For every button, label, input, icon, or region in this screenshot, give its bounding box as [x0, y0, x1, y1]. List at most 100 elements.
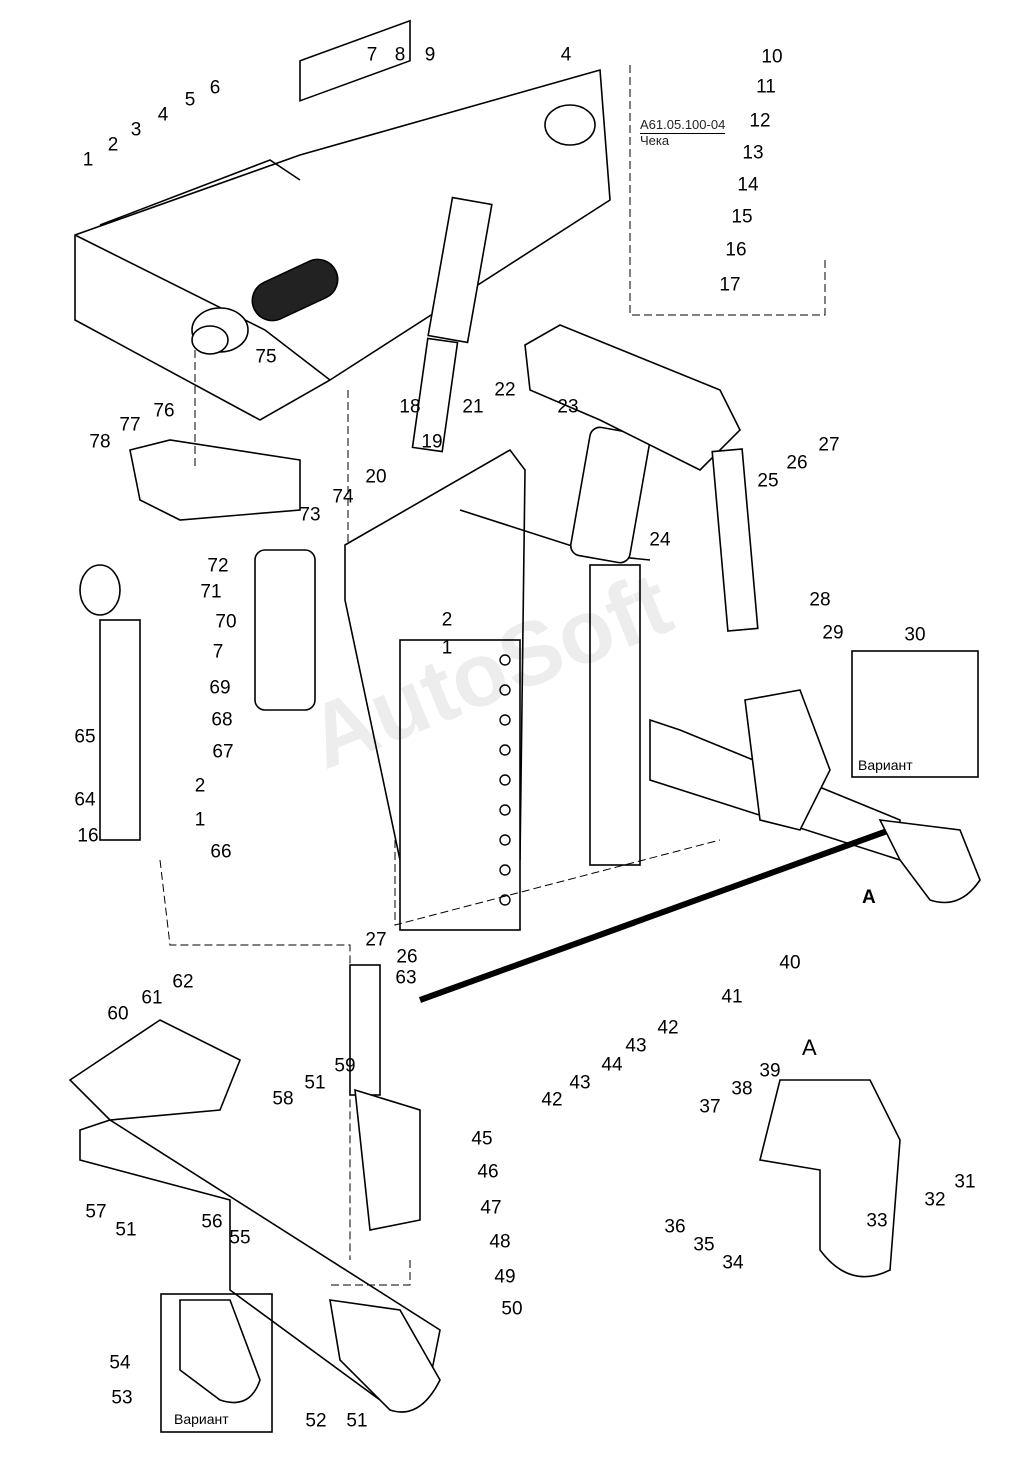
callout-12: 12 [749, 110, 771, 132]
callout-58: 58 [272, 1088, 294, 1110]
variant-box-bottom [160, 1293, 273, 1433]
callout-26: 26 [396, 946, 418, 968]
reference-note: А61.05.100-04 Чека [640, 117, 726, 149]
callout-33: 33 [866, 1210, 888, 1232]
callout-73: 73 [299, 504, 321, 526]
callout-16: 16 [725, 239, 747, 261]
rear-frame [74, 19, 611, 421]
callout-62: 62 [172, 971, 194, 993]
callout-26: 26 [786, 452, 808, 474]
callout-36: 36 [664, 1216, 686, 1238]
lower-links [68, 689, 981, 1413]
callout-42: 42 [657, 1017, 679, 1039]
callout-78: 78 [89, 431, 111, 453]
callout-1: 1 [82, 149, 94, 171]
callout-76: 76 [153, 400, 175, 422]
callout-42: 42 [541, 1089, 563, 1111]
callout-9: 9 [424, 44, 436, 66]
callout-32: 32 [924, 1189, 946, 1211]
callout-29: 29 [822, 622, 844, 644]
callout-15: 15 [731, 206, 753, 228]
callout-61: 61 [141, 987, 163, 1009]
callout-3: 3 [130, 119, 142, 141]
callout-1: 1 [194, 809, 206, 831]
callout-4: 4 [560, 44, 572, 66]
callout-52: 52 [305, 1410, 327, 1432]
callout-25: 25 [757, 470, 779, 492]
callout-37: 37 [699, 1096, 721, 1118]
callout-63: 63 [395, 967, 417, 989]
callout-68: 68 [211, 709, 233, 731]
callout-5: 5 [184, 89, 196, 111]
callout-2: 2 [107, 134, 119, 156]
callout-44: 44 [601, 1054, 623, 1076]
callout-50: 50 [501, 1298, 523, 1320]
view-a-arrow-label: A [862, 887, 876, 908]
callout-10: 10 [761, 46, 783, 68]
hydraulic-cylinders [79, 196, 759, 841]
callout-2: 2 [441, 609, 453, 631]
callout-54: 54 [109, 1352, 131, 1374]
callout-71: 71 [200, 581, 222, 603]
variant-box-top [851, 650, 979, 778]
callout-11: 11 [756, 76, 776, 98]
variant-label-bottom: Вариант [174, 1411, 229, 1427]
callout-48: 48 [489, 1231, 511, 1253]
variant-label-top: Вариант [858, 757, 913, 773]
callout-22: 22 [494, 379, 516, 401]
callout-40: 40 [779, 952, 801, 974]
callout-18: 18 [399, 396, 421, 418]
callout-27: 27 [365, 929, 387, 951]
callout-19: 19 [421, 431, 443, 453]
guide-lines [159, 65, 826, 1286]
callout-34: 34 [722, 1252, 744, 1274]
callout-47: 47 [480, 1197, 502, 1219]
callout-51: 51 [346, 1410, 368, 1432]
callout-38: 38 [731, 1078, 753, 1100]
callout-14: 14 [737, 174, 759, 196]
callout-59: 59 [334, 1055, 356, 1077]
callout-21: 21 [462, 396, 484, 418]
callout-46: 46 [477, 1161, 499, 1183]
callout-20: 20 [365, 466, 387, 488]
callout-43: 43 [625, 1035, 647, 1057]
callout-67: 67 [212, 741, 234, 763]
callout-77: 77 [119, 414, 141, 436]
callout-4: 4 [157, 104, 169, 126]
callout-39: 39 [759, 1060, 781, 1082]
callout-35: 35 [693, 1234, 715, 1256]
callout-17: 17 [719, 274, 741, 296]
callout-60: 60 [107, 1003, 129, 1025]
callout-43: 43 [569, 1072, 591, 1094]
callout-1: 1 [441, 637, 453, 659]
callout-64: 64 [74, 789, 96, 811]
reference-name: Чека [640, 132, 670, 148]
callout-66: 66 [210, 841, 232, 863]
callout-53: 53 [111, 1387, 133, 1409]
callout-74: 74 [332, 486, 354, 508]
callout-7: 7 [366, 44, 378, 66]
callout-31: 31 [954, 1171, 976, 1193]
callout-6: 6 [209, 77, 221, 99]
callout-24: 24 [649, 529, 671, 551]
callout-75: 75 [255, 346, 277, 368]
callout-23: 23 [557, 396, 579, 418]
callout-27: 27 [818, 434, 840, 456]
callout-16: 16 [77, 825, 99, 847]
callout-51: 51 [304, 1072, 326, 1094]
callout-49: 49 [494, 1266, 516, 1288]
view-a-title: A [802, 1035, 817, 1060]
callout-65: 65 [74, 726, 96, 748]
callout-7: 7 [212, 641, 224, 663]
callout-55: 55 [229, 1227, 251, 1249]
callout-45: 45 [471, 1128, 493, 1150]
callout-57: 57 [85, 1201, 107, 1223]
callout-70: 70 [215, 611, 237, 633]
tower-frame [344, 448, 651, 931]
callout-56: 56 [201, 1211, 223, 1233]
callout-30: 30 [904, 624, 926, 646]
callout-69: 69 [209, 677, 231, 699]
callout-28: 28 [809, 589, 831, 611]
